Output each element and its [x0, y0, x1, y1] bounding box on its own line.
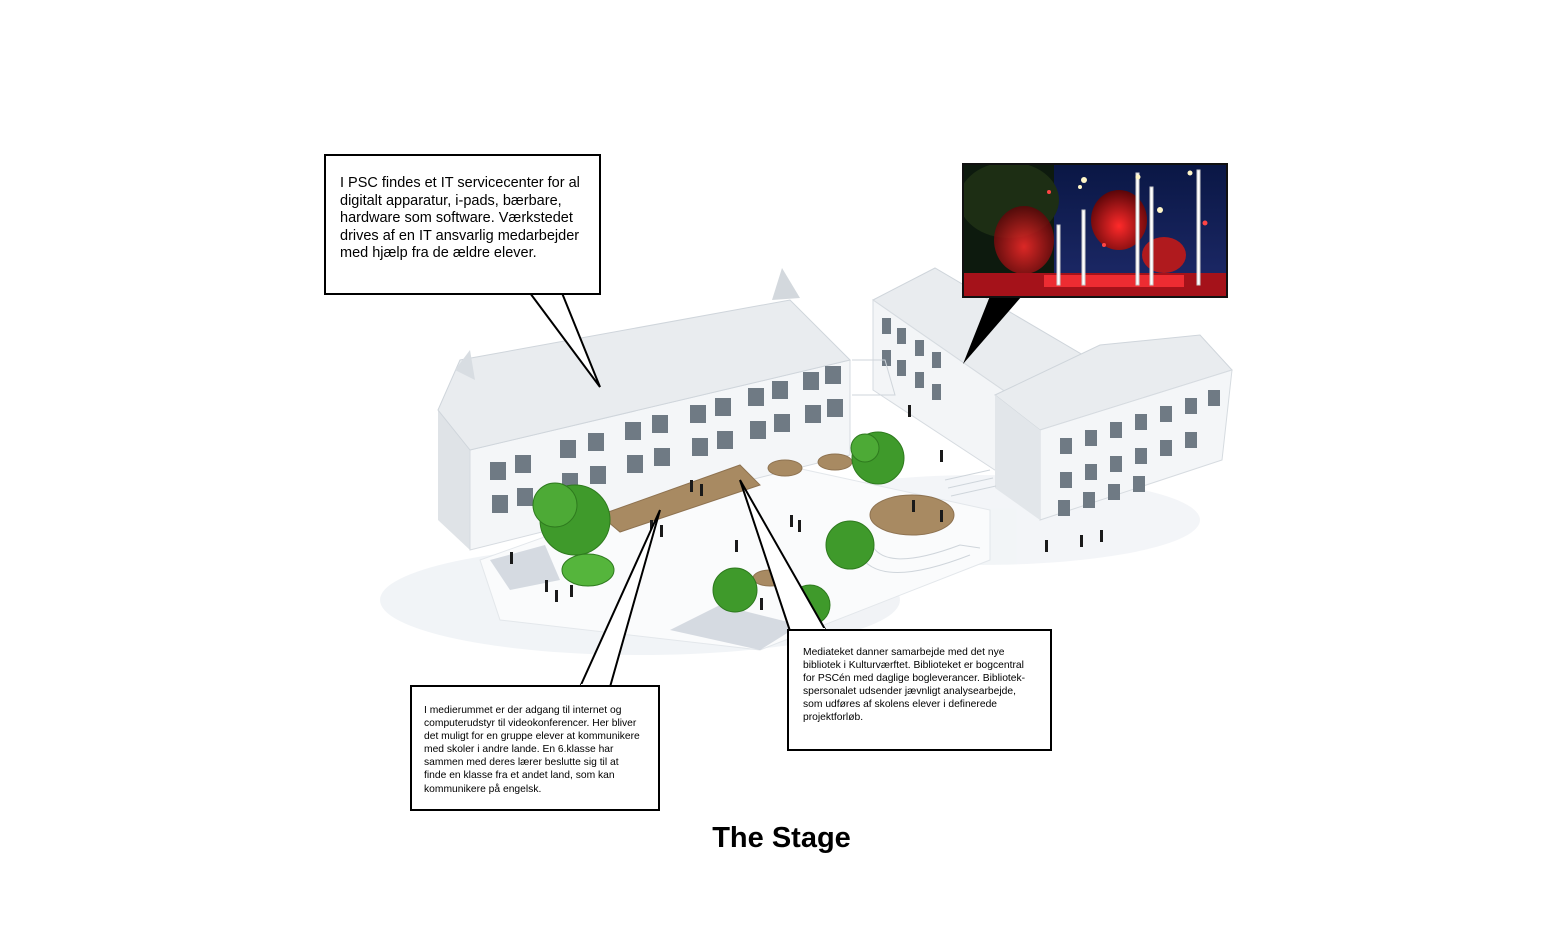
callout-it-servicecenter: I PSC findes et IT servicecenter for al …	[324, 154, 601, 295]
steps	[852, 359, 997, 573]
tree-shadows	[490, 545, 800, 650]
callout-it-text: I PSC findes et IT servicecenter for al …	[340, 175, 580, 262]
wooden-decks	[599, 453, 955, 587]
page-title: The Stage	[712, 822, 851, 854]
callout-medierum-text: I medierummet er der adgang til internet…	[424, 705, 640, 795]
callout-mediatek: Mediateket danner samarbejde med det nye…	[787, 629, 1052, 751]
people	[510, 405, 1103, 610]
pointer-photo	[963, 296, 1022, 364]
left-wing-windows	[490, 366, 843, 513]
callout-medierum: I medierummet er der adgang til internet…	[410, 685, 660, 811]
night-photo-inset	[962, 163, 1228, 298]
callout-mediatek-text: Mediateket danner samarbejde med det nye…	[803, 647, 1026, 724]
right-wing-windows	[882, 318, 1220, 516]
right-wing-roof	[994, 334, 1233, 431]
right-front-wing	[994, 334, 1233, 521]
callout-pointers	[528, 292, 1022, 688]
night-photo	[964, 165, 1226, 296]
